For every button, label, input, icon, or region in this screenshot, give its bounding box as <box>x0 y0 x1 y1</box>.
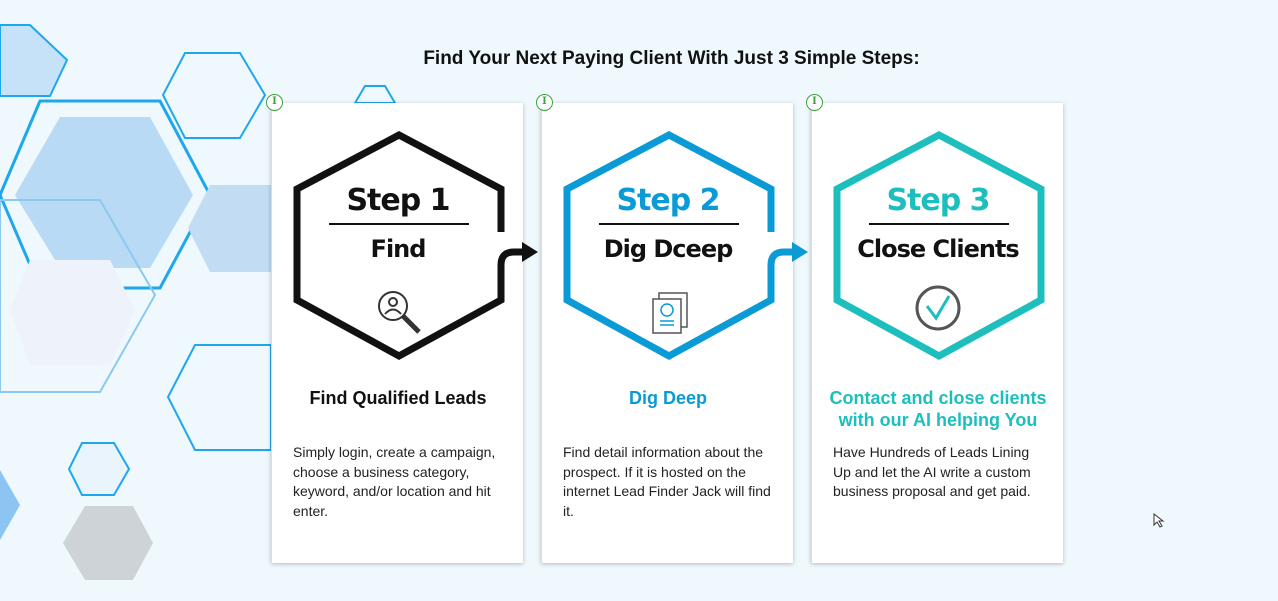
step-card-1: I Step 1 Find Find Qualified Leads Simpl… <box>266 94 538 563</box>
info-badge[interactable]: I <box>536 94 553 111</box>
arrow-right-icon <box>522 242 538 262</box>
mouse-cursor-icon <box>1153 513 1165 528</box>
step-description: Simply login, create a campaign, choose … <box>293 444 496 519</box>
arrow-right-icon <box>792 242 808 262</box>
hexagon-frame <box>563 131 808 360</box>
step-description: Find detail information about the prospe… <box>563 444 771 519</box>
step-name: Close Clients <box>857 235 1019 263</box>
search-user-icon <box>378 291 421 334</box>
step-heading: Find Qualified Leads <box>309 388 487 408</box>
step-heading: Dig Deep <box>628 388 707 408</box>
hexagon-frame <box>833 131 1045 360</box>
step-number: Step 1 <box>346 183 450 218</box>
check-circle-icon <box>915 285 961 331</box>
step-number: Step 2 <box>616 183 720 218</box>
info-badge[interactable]: I <box>266 94 283 111</box>
step-heading: Contact and close clients with our AI he… <box>829 388 1047 430</box>
step-number: Step 3 <box>886 183 990 218</box>
step-card-3: I Step 3 Close Clients Contact and close… <box>806 94 1063 563</box>
step-card-2: I Step 2 Dig Dceep Dig Deep Find detail … <box>536 94 808 563</box>
page-title: Find Your Next Paying Client With Just 3… <box>423 48 920 69</box>
info-badge[interactable]: I <box>806 94 823 111</box>
hexagon-frame <box>293 131 538 360</box>
document-chart-icon <box>652 292 688 334</box>
step-name: Find <box>370 235 427 263</box>
step-name: Dig Dceep <box>603 235 734 263</box>
step-description: Have Hundreds of Leads Lining Up and let… <box>833 444 1031 499</box>
